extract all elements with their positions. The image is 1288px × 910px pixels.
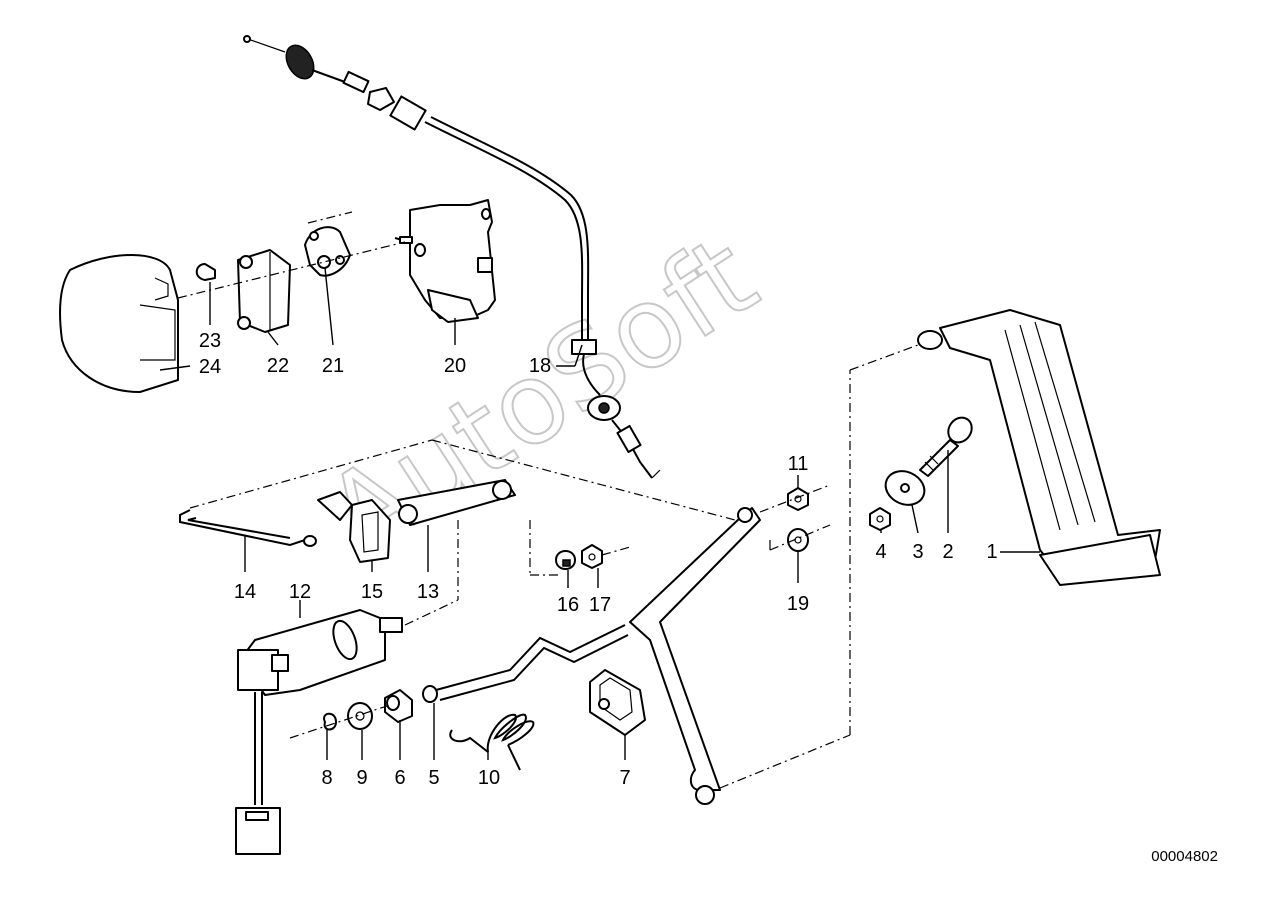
bracket-20[interactable] bbox=[394, 199, 496, 323]
washer-3[interactable] bbox=[880, 465, 930, 511]
washer-9[interactable] bbox=[347, 702, 373, 730]
accelerator-cable[interactable] bbox=[243, 35, 661, 479]
callout-17[interactable]: 17 bbox=[589, 594, 611, 616]
sensor-12[interactable] bbox=[235, 609, 403, 855]
pedal-1[interactable] bbox=[917, 309, 1161, 586]
callout-16[interactable]: 16 bbox=[557, 594, 579, 616]
callout-4[interactable]: 4 bbox=[875, 541, 886, 563]
document-number: 00004802 bbox=[1151, 848, 1218, 865]
callout-6[interactable]: 6 bbox=[394, 767, 405, 789]
bushing-22[interactable] bbox=[237, 249, 291, 333]
callout-8[interactable]: 8 bbox=[321, 767, 332, 789]
callout-10[interactable]: 10 bbox=[478, 767, 500, 789]
pedal-arm[interactable] bbox=[422, 344, 919, 805]
leader-lines bbox=[159, 267, 1040, 760]
callout-12[interactable]: 12 bbox=[289, 581, 311, 603]
callout-5[interactable]: 5 bbox=[428, 767, 439, 789]
clip-15[interactable] bbox=[317, 491, 391, 563]
callout-23[interactable]: 23 bbox=[199, 330, 221, 352]
callout-7[interactable]: 7 bbox=[619, 767, 630, 789]
bushing-6[interactable] bbox=[384, 689, 413, 723]
washer-16[interactable] bbox=[555, 550, 576, 570]
callout-24[interactable]: 24 bbox=[199, 356, 221, 378]
nut-11[interactable] bbox=[787, 487, 809, 511]
callout-18[interactable]: 18 bbox=[529, 355, 551, 377]
callout-20[interactable]: 20 bbox=[444, 355, 466, 377]
nut-4[interactable] bbox=[869, 507, 891, 531]
callout-3[interactable]: 3 bbox=[912, 541, 923, 563]
callout-11[interactable]: 11 bbox=[788, 453, 809, 475]
lever-21[interactable] bbox=[304, 226, 351, 277]
callout-15[interactable]: 15 bbox=[361, 581, 383, 603]
callout-21[interactable]: 21 bbox=[322, 355, 344, 377]
callout-22[interactable]: 22 bbox=[267, 355, 289, 377]
callout-2[interactable]: 2 bbox=[942, 541, 953, 563]
callout-19[interactable]: 19 bbox=[787, 593, 809, 615]
callout-1[interactable]: 1 bbox=[986, 541, 997, 563]
callout-14[interactable]: 14 bbox=[234, 581, 256, 603]
bolt-2[interactable] bbox=[919, 413, 976, 477]
bump-stop-7[interactable] bbox=[589, 669, 646, 736]
nut-17[interactable] bbox=[581, 544, 603, 569]
clip-8[interactable] bbox=[323, 712, 337, 731]
callout-9[interactable]: 9 bbox=[356, 767, 367, 789]
callout-13[interactable]: 13 bbox=[417, 581, 439, 603]
link-13[interactable] bbox=[397, 479, 516, 526]
bushing-19[interactable] bbox=[787, 528, 809, 552]
rod-14[interactable] bbox=[179, 509, 317, 547]
cover-24[interactable] bbox=[59, 254, 179, 393]
callouts: 1 2 3 4 5 6 7 8 9 10 11 12 13 14 15 16 1… bbox=[199, 330, 998, 789]
clip-23[interactable] bbox=[195, 263, 216, 281]
spring-10[interactable] bbox=[449, 713, 535, 771]
